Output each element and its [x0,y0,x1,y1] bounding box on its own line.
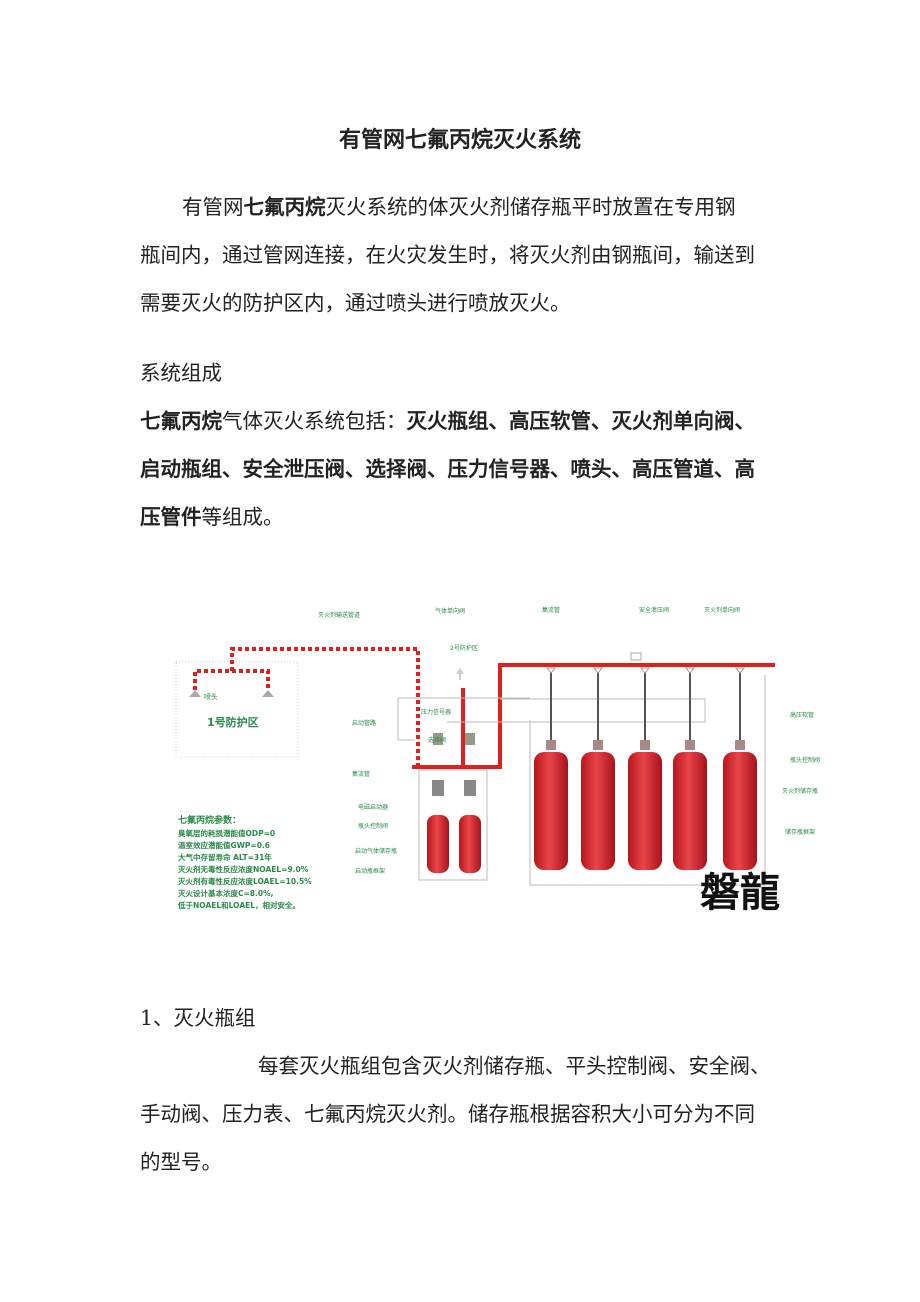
nozzle-icon [189,690,274,697]
params-line: 大气中存留寿命 ALT=31年 [178,852,272,862]
label: 瓶头控制阀 [790,756,820,764]
label: 安全泄压阀 [639,606,669,614]
head-valve-icon [685,740,695,750]
zone1-box [175,661,299,758]
section1-heading: 1、灭火瓶组 [140,1006,256,1030]
label: 2号防护区 [450,644,478,652]
label: 瓶头控制阀 [358,822,388,830]
label: 启动瓶框架 [355,867,385,875]
params-line: 温室效应潜能值GWP=0.6 [178,840,270,850]
selector-valve-icon [433,733,443,745]
label: 灭火剂储存瓶 [782,787,818,795]
delivery-pipe-dashed [193,647,420,765]
check-valve-icon [592,667,604,674]
params-heading: 七氟丙烷参数： [178,814,241,826]
label: 压力信号器 [421,708,451,716]
section1-line-1: 每套灭火瓶组包含灭火剂储存瓶、平头控制阀、安全阀、 [258,1054,771,1078]
label: 储存瓶框架 [785,828,815,836]
intro-line-2: 瓶间内，通过管网连接，在火灾发生时，将灭火剂由钢瓶间，输送到 [140,243,755,267]
start-bottle [459,815,481,873]
selector-valve-icon [465,733,475,745]
agent-bottle [723,752,757,870]
params-line: 灭火设计基本浓度C=8.0%, [178,888,274,898]
agent-bottle [534,752,568,870]
params-line: 臭氧层的耗损潜能值ODP=0 [178,828,275,838]
agent-bottle [628,752,662,870]
components-line-3: 压管件等组成。 [140,503,284,531]
check-valve-icon [734,667,746,674]
params-line: 灭火剂有毒性反应浓度LOAEL=10.5% [178,876,312,886]
start-bottle [427,815,449,873]
label: 灭火剂输送管道 [318,611,360,619]
brand-logo: 磐龍 [700,870,780,916]
intro-line-1: 有管网七氟丙烷灭火系统的体灭火剂储存瓶平时放置在专用钢 [182,193,736,221]
high-pressure-pipes [412,663,775,769]
label: 气体单向阀 [435,607,465,615]
head-valve-icon [640,740,650,750]
check-valve-icon [545,667,557,674]
agent-bottle [581,752,615,870]
solenoid-icon [464,780,476,796]
components-line-1: 七氟丙烷气体灭火系统包括：灭火瓶组、高压软管、灭火剂单向阀、 [140,407,755,435]
section-heading: 系统组成 [140,361,222,385]
label: 高压软管 [790,711,814,719]
params-line: 低于NOAEL和LOAEL，相对安全。 [177,900,300,910]
label: 集流管 [542,606,560,614]
agent-bottles [534,667,757,870]
bold-text: 七氟丙烷 [243,195,326,219]
start-pipes [397,675,766,886]
section1-line-2: 手动阀、压力表、七氟丙烷灭火剂。储存瓶根据容积大小可分为不同 [140,1102,755,1126]
zone1-label: 1号防护区 [207,715,259,729]
label: 灭火剂单向阀 [704,606,740,614]
components-line-2: 启动瓶组、安全泄压阀、选择阀、压力信号器、喷头、高压管道、高 [140,457,755,481]
head-valve-icon [546,740,556,750]
text: 有管网 [182,195,244,219]
check-valve-icon [639,667,651,674]
params-line: 灭火剂无毒性反应浓度NOAEL=9.0% [178,864,309,874]
label: 喷头 [204,692,218,701]
solenoid-icon [432,780,444,796]
label: 集流管 [352,770,370,778]
intro-line-3: 需要灭火的防护区内，通过喷头进行喷放灭火。 [140,291,571,315]
text: 灭火系统的体灭火剂储存瓶平时放置在专用钢 [325,195,736,219]
agent-bottle [673,752,707,870]
check-valve-icon [684,667,696,674]
head-valve-icon [593,740,603,750]
bold-text: 压管件 [140,505,202,529]
arrow-up-icon [456,668,464,680]
head-valve-icon [735,740,745,750]
params-box: 七氟丙烷参数： 臭氧层的耗损潜能值ODP=0 温室效应潜能值GWP=0.6 大气中存… [177,814,312,910]
bold-text: 七氟丙烷 [140,409,222,433]
start-bottles [427,733,481,873]
page-title: 有管网七氟丙烷灭火系统 [338,128,581,153]
label: 启动气体储存瓶 [355,847,397,855]
label: 选择阀 [428,736,446,744]
label: 启动管路 [352,719,376,727]
label: 电磁启动器 [358,803,388,811]
text: 气体灭火系统包括： [222,409,407,433]
relief-valve-icon [630,652,642,661]
text: 等组成。 [201,505,284,529]
section1-line-3: 的型号。 [140,1150,222,1174]
bold-text: 灭火瓶组、高压软管、灭火剂单向阀、 [406,409,756,433]
